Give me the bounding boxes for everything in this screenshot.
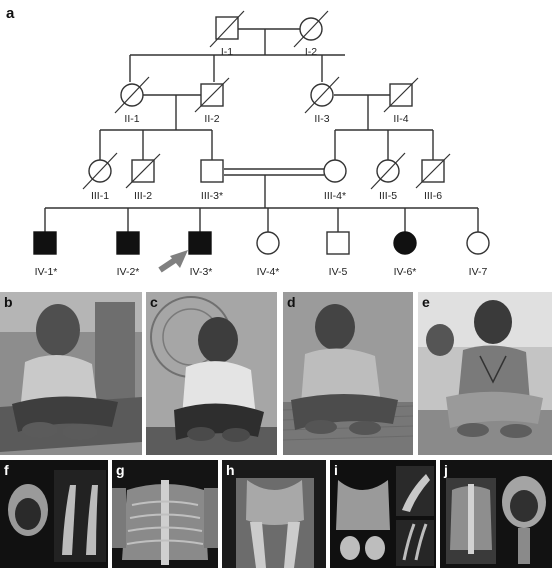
patient-photo-image — [418, 292, 552, 455]
label-III-3: III-3* — [201, 190, 223, 202]
radiograph-image — [0, 460, 108, 568]
panel-label-i: i — [334, 462, 338, 478]
pedigree-lines — [44, 28, 479, 232]
label-I-2: I-2 — [305, 46, 317, 58]
xray-panel-g: g — [112, 460, 218, 568]
label-II-1: II-1 — [124, 113, 139, 125]
label-IV-6: IV-6* — [394, 266, 417, 278]
label-IV-5: IV-5 — [329, 266, 348, 278]
photo-panel-c: c — [146, 292, 277, 455]
radiograph-image — [112, 460, 218, 568]
radiograph-image — [330, 460, 436, 568]
xray-panel-h: h — [222, 460, 326, 568]
panel-label-f: f — [4, 462, 9, 478]
patient-photo-image — [0, 292, 142, 455]
symbol-IV-5 — [326, 231, 350, 255]
panel-label-g: g — [116, 462, 125, 478]
panel-label-j: j — [444, 462, 448, 478]
photo-panel-b: b — [0, 292, 142, 455]
label-II-2: II-2 — [204, 113, 219, 125]
patient-photo-image — [146, 292, 277, 455]
label-IV-4: IV-4* — [257, 266, 280, 278]
symbol-IV-1 — [33, 231, 57, 255]
label-IV-2: IV-2* — [117, 266, 140, 278]
label-IV-1: IV-1* — [35, 266, 58, 278]
panel-label-b: b — [4, 294, 13, 310]
label-IV-3: IV-3* — [190, 266, 213, 278]
radiograph-image — [440, 460, 552, 568]
symbol-III-4 — [323, 159, 347, 183]
panel-label-e: e — [422, 294, 430, 310]
panel-label-c: c — [150, 294, 158, 310]
xray-panel-i: i — [330, 460, 436, 568]
symbol-IV-6 — [393, 231, 417, 255]
label-I-1: I-1 — [221, 46, 233, 58]
pedigree-chart: a I-1 — [6, 5, 490, 278]
label-III-6: III-6 — [424, 190, 442, 202]
patient-photo-image — [283, 292, 413, 455]
symbol-IV-3 — [188, 231, 212, 255]
symbol-IV-4 — [256, 231, 280, 255]
label-III-4: III-4* — [324, 190, 346, 202]
proband-arrow — [158, 250, 188, 273]
photo-panel-d: d — [283, 292, 413, 455]
xray-panel-f: f — [0, 460, 108, 568]
symbol-IV-7 — [466, 231, 490, 255]
photo-panel-e: e — [418, 292, 552, 455]
panel-label-a: a — [6, 5, 15, 22]
label-II-3: II-3 — [314, 113, 329, 125]
label-III-2: III-2 — [134, 190, 152, 202]
panel-label-d: d — [287, 294, 296, 310]
xray-panel-j: j — [440, 460, 552, 568]
label-III-5: III-5 — [379, 190, 397, 202]
symbol-IV-2 — [116, 231, 140, 255]
label-III-1: III-1 — [91, 190, 109, 202]
symbol-III-3 — [200, 159, 224, 183]
label-IV-7: IV-7 — [469, 266, 488, 278]
panel-label-h: h — [226, 462, 235, 478]
radiograph-image — [222, 460, 326, 568]
label-II-4: II-4 — [393, 113, 408, 125]
